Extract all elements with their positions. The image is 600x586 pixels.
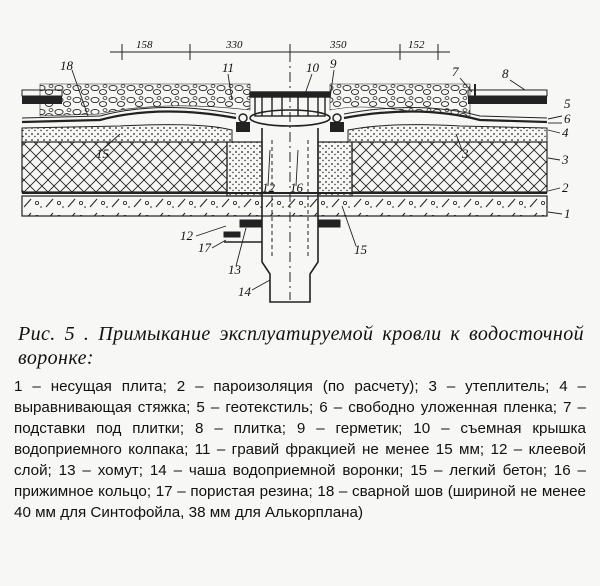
callout-15: 15	[354, 242, 368, 257]
callout-17: 17	[198, 240, 212, 255]
clamp-rings	[236, 113, 344, 132]
callout-9: 9	[330, 56, 337, 71]
dim-label-2: 330	[225, 39, 243, 51]
callout-2: 2	[562, 180, 569, 195]
callout-8: 8	[502, 66, 509, 81]
dim-label-1: 158	[136, 39, 153, 51]
lightweight-concrete	[226, 141, 353, 197]
callout-11: 11	[222, 60, 234, 75]
drain-funnel	[249, 109, 331, 303]
callout-3-right: 3	[461, 146, 469, 161]
gravel-layer	[39, 83, 471, 117]
callout-7: 7	[452, 64, 459, 79]
insulation	[21, 141, 548, 193]
figure-caption: Рис. 5 . Примыкание эксплуатируемой кров…	[18, 323, 584, 369]
callout-5: 5	[564, 96, 571, 111]
callout-18: 18	[60, 58, 74, 73]
drain-cap	[249, 91, 331, 117]
dim-label-3: 350	[329, 39, 347, 51]
callout-10: 10	[306, 60, 320, 75]
callout-15-left: 15	[96, 146, 110, 161]
callout-12-left: 12	[180, 228, 194, 243]
callout-1: 1	[564, 206, 571, 221]
load-bearing-slab	[21, 195, 548, 217]
dim-label-4: 152	[408, 39, 425, 51]
tiles-and-pedestals	[21, 84, 548, 104]
leveling-screed	[21, 124, 548, 143]
callout-6: 6	[564, 111, 571, 126]
callout-3: 3	[561, 152, 569, 167]
callout-16: 16	[290, 180, 304, 195]
callout-12-center: 12	[262, 180, 276, 195]
leader-lines	[71, 69, 563, 291]
figure-legend: 1 – несущая плита; 2 – пароизоляция (по …	[14, 378, 586, 521]
callout-13: 13	[228, 262, 242, 277]
callout-4: 4	[562, 125, 569, 140]
lower-clamp	[223, 219, 341, 243]
roof-drain-drawing: 158 330 350 152	[21, 39, 571, 303]
callout-14: 14	[238, 284, 252, 299]
